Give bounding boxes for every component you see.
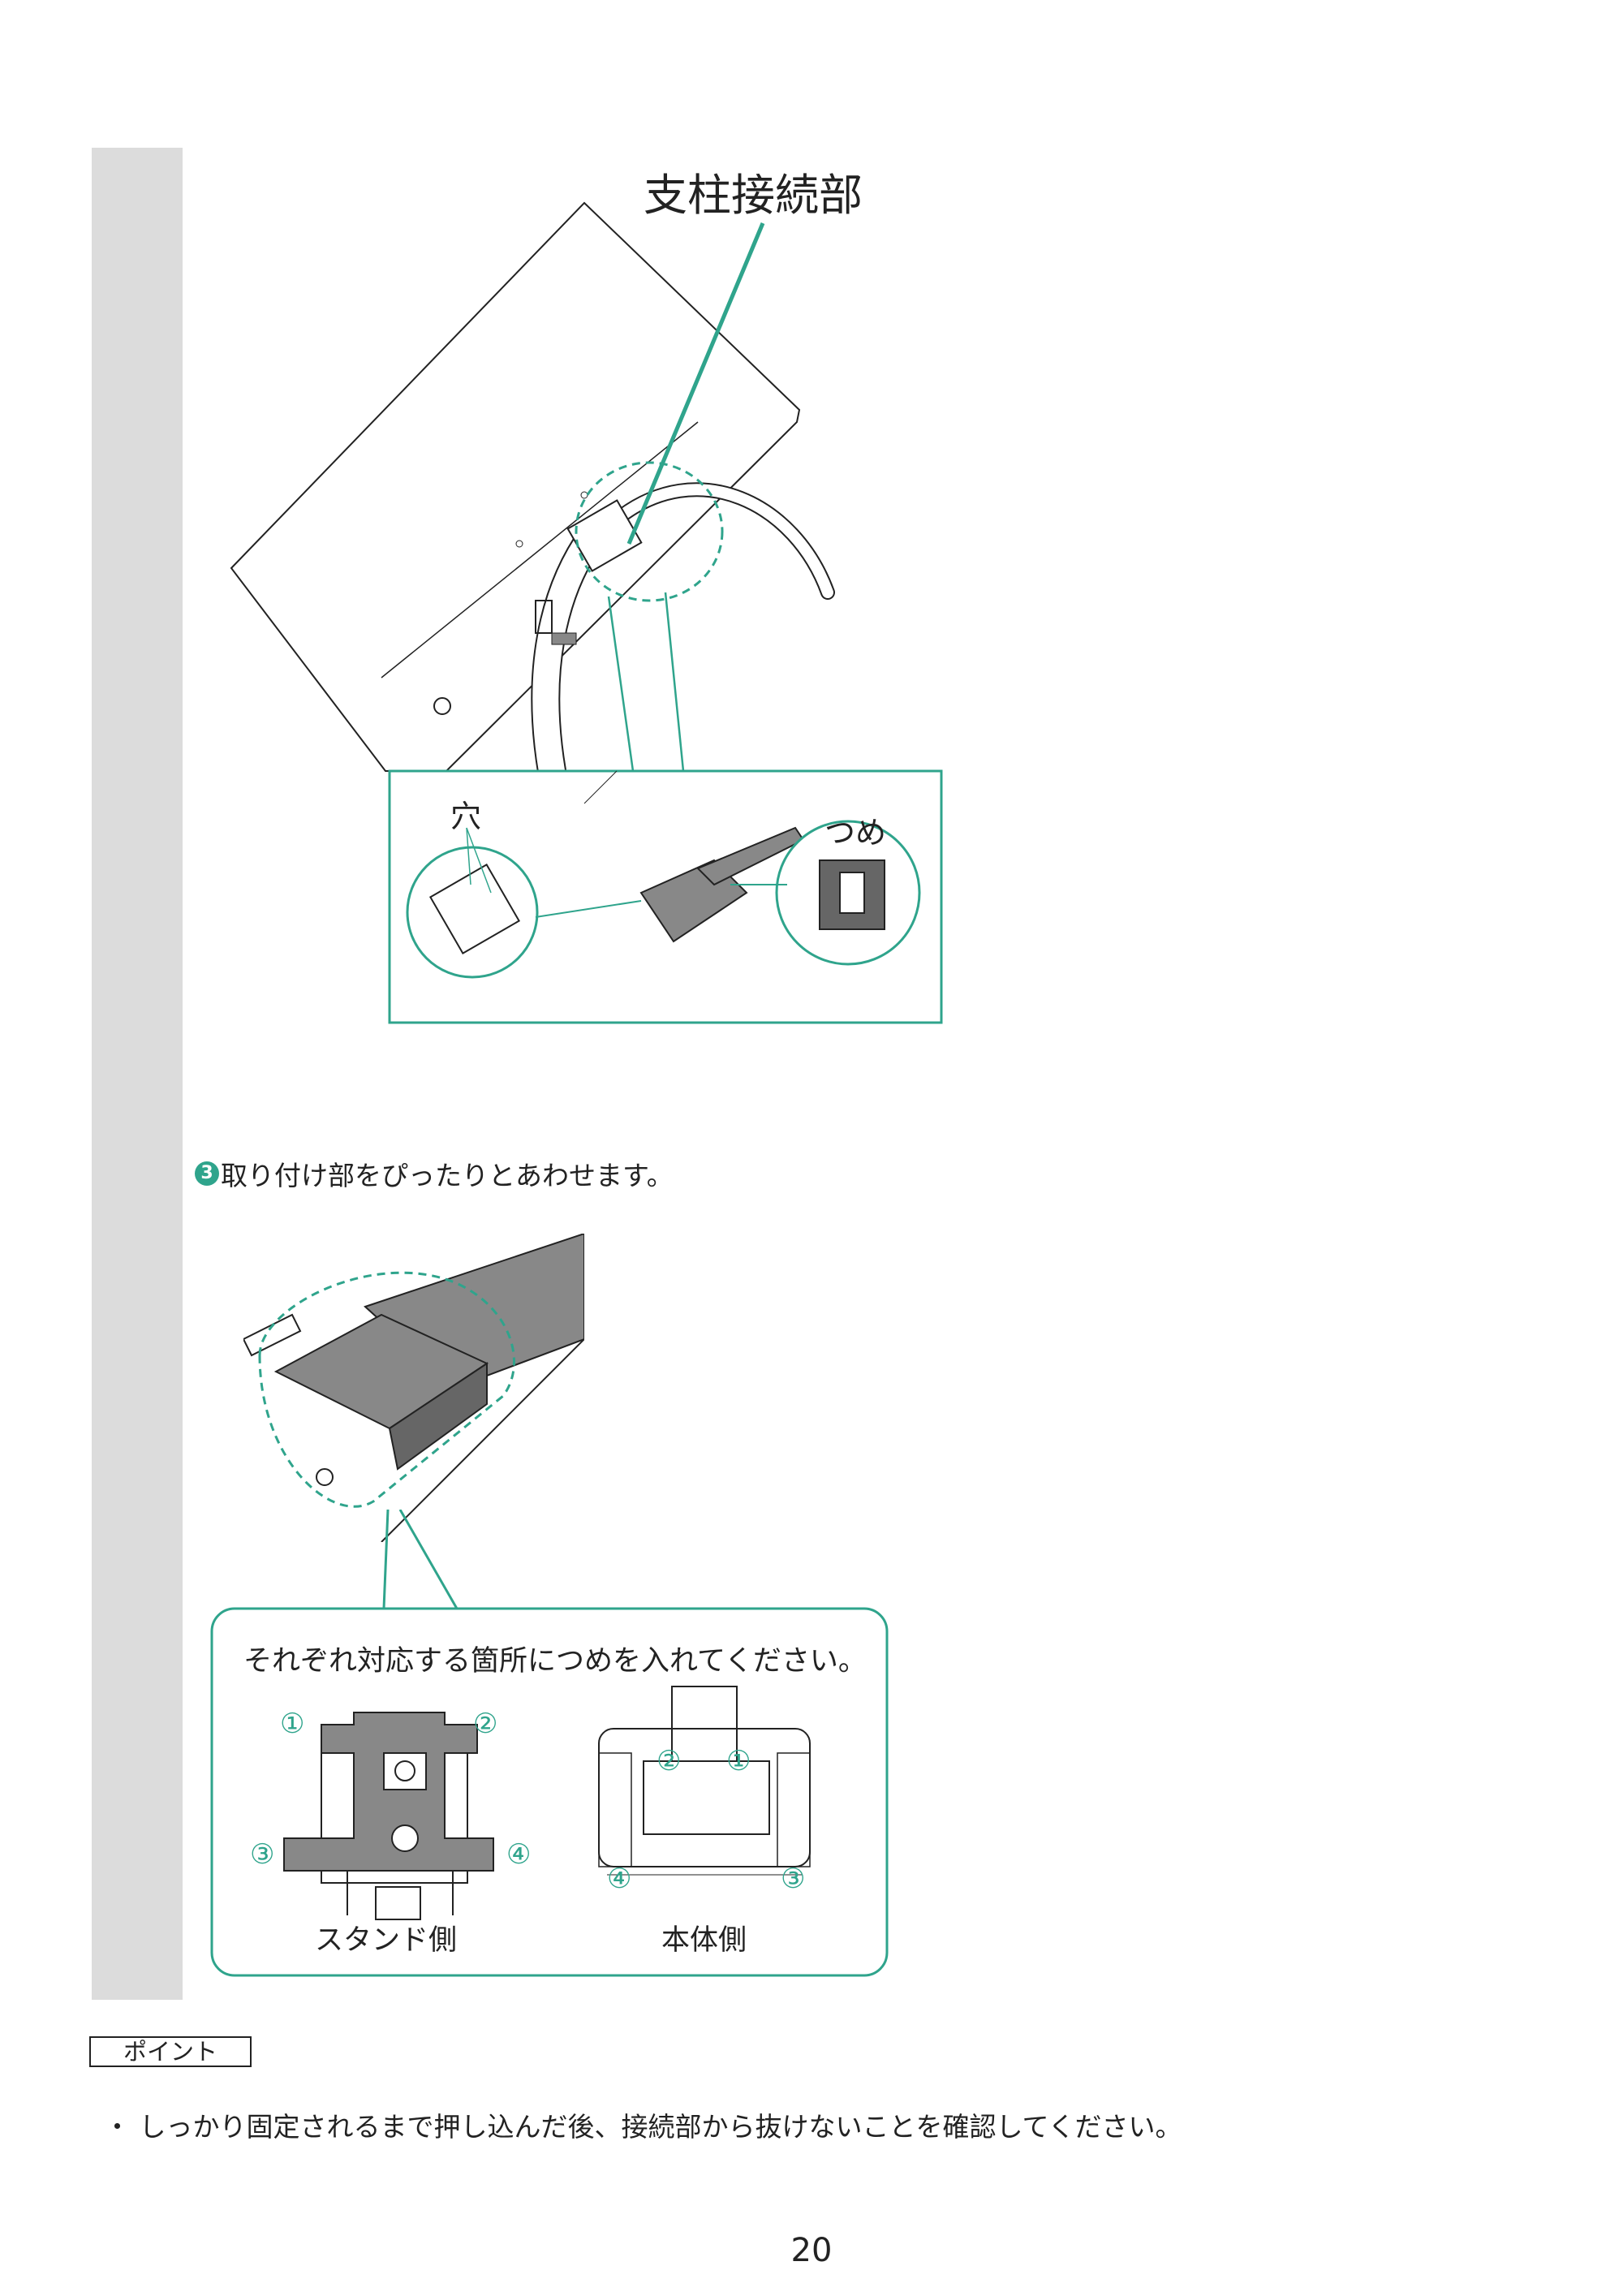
claw-label: つめ — [824, 815, 887, 851]
step-number-badge: 3 — [195, 1161, 219, 1186]
page-number: 20 — [790, 2232, 833, 2269]
body-marker-3: ③ — [781, 1863, 806, 1895]
point-bullet-text: ・ しっかり固定されるまで押し込んだ後、接続部から抜けないことを確認してください… — [104, 2111, 1182, 2143]
body-marker-2: ② — [657, 1745, 682, 1777]
body-side-label: 本体側 — [661, 1924, 747, 1957]
stand-marker-2: ② — [473, 1708, 498, 1740]
hole-label: 穴 — [450, 799, 482, 834]
stand-side-label: スタンド側 — [315, 1924, 458, 1957]
monitor-stand-diagram — [230, 201, 943, 1024]
stand-marker-3: ③ — [250, 1838, 275, 1871]
pillar-connection-label: 支柱接続部 — [644, 170, 863, 221]
stand-marker-4: ④ — [506, 1838, 532, 1871]
step-3-instruction: 3 取り付け部をぴったりとあわせます。 — [195, 1154, 674, 1193]
body-marker-4: ④ — [607, 1863, 632, 1895]
mount-closeup-diagram — [243, 1234, 584, 1542]
body-marker-1: ① — [726, 1745, 751, 1777]
callout-instruction: それぞれ対応する箇所につめを入れてください。 — [243, 1645, 867, 1678]
step-3-text: 取り付け部をぴったりとあわせます。 — [221, 1160, 674, 1191]
point-heading-box: ポイント — [89, 2036, 252, 2067]
stand-marker-1: ① — [280, 1708, 305, 1740]
left-margin-bar — [92, 148, 183, 2000]
callout-frame — [210, 1510, 889, 1977]
